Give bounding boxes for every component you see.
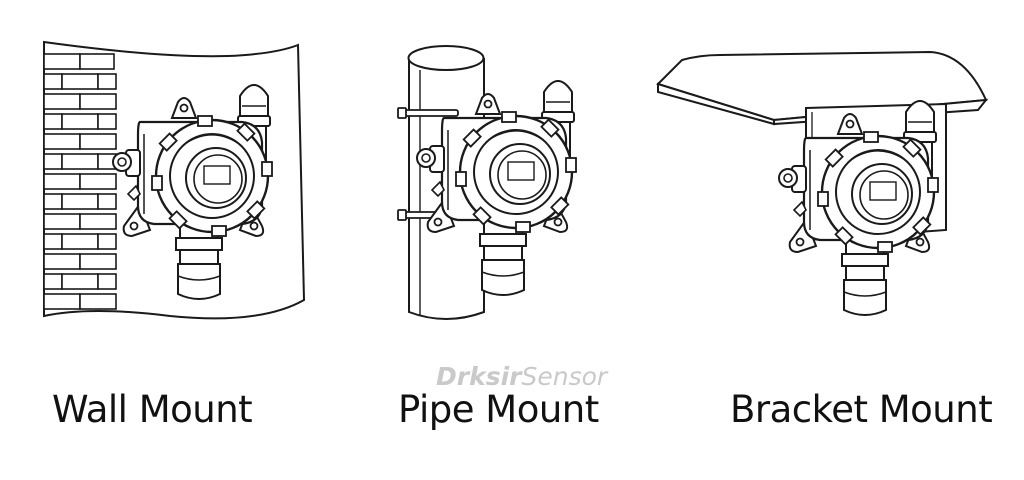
caption-wall-mount: Wall Mount bbox=[52, 388, 253, 431]
brick-pattern bbox=[43, 53, 117, 310]
pipe-mount-illustration bbox=[397, 45, 578, 320]
pipe-clamps bbox=[397, 107, 459, 221]
ceiling-canopy bbox=[656, 50, 988, 122]
wall-mount-illustration bbox=[43, 40, 306, 320]
watermark-brand-light: Sensor bbox=[521, 362, 608, 391]
gas-detector-bracket bbox=[777, 99, 940, 317]
caption-pipe-mount: Pipe Mount bbox=[398, 388, 599, 431]
watermark-brand-bold: Drksir bbox=[436, 362, 522, 391]
caption-bracket-mount: Bracket Mount bbox=[730, 388, 993, 431]
brand-watermark: DrksirSensor bbox=[436, 362, 607, 392]
bracket-mount-illustration bbox=[656, 50, 989, 317]
